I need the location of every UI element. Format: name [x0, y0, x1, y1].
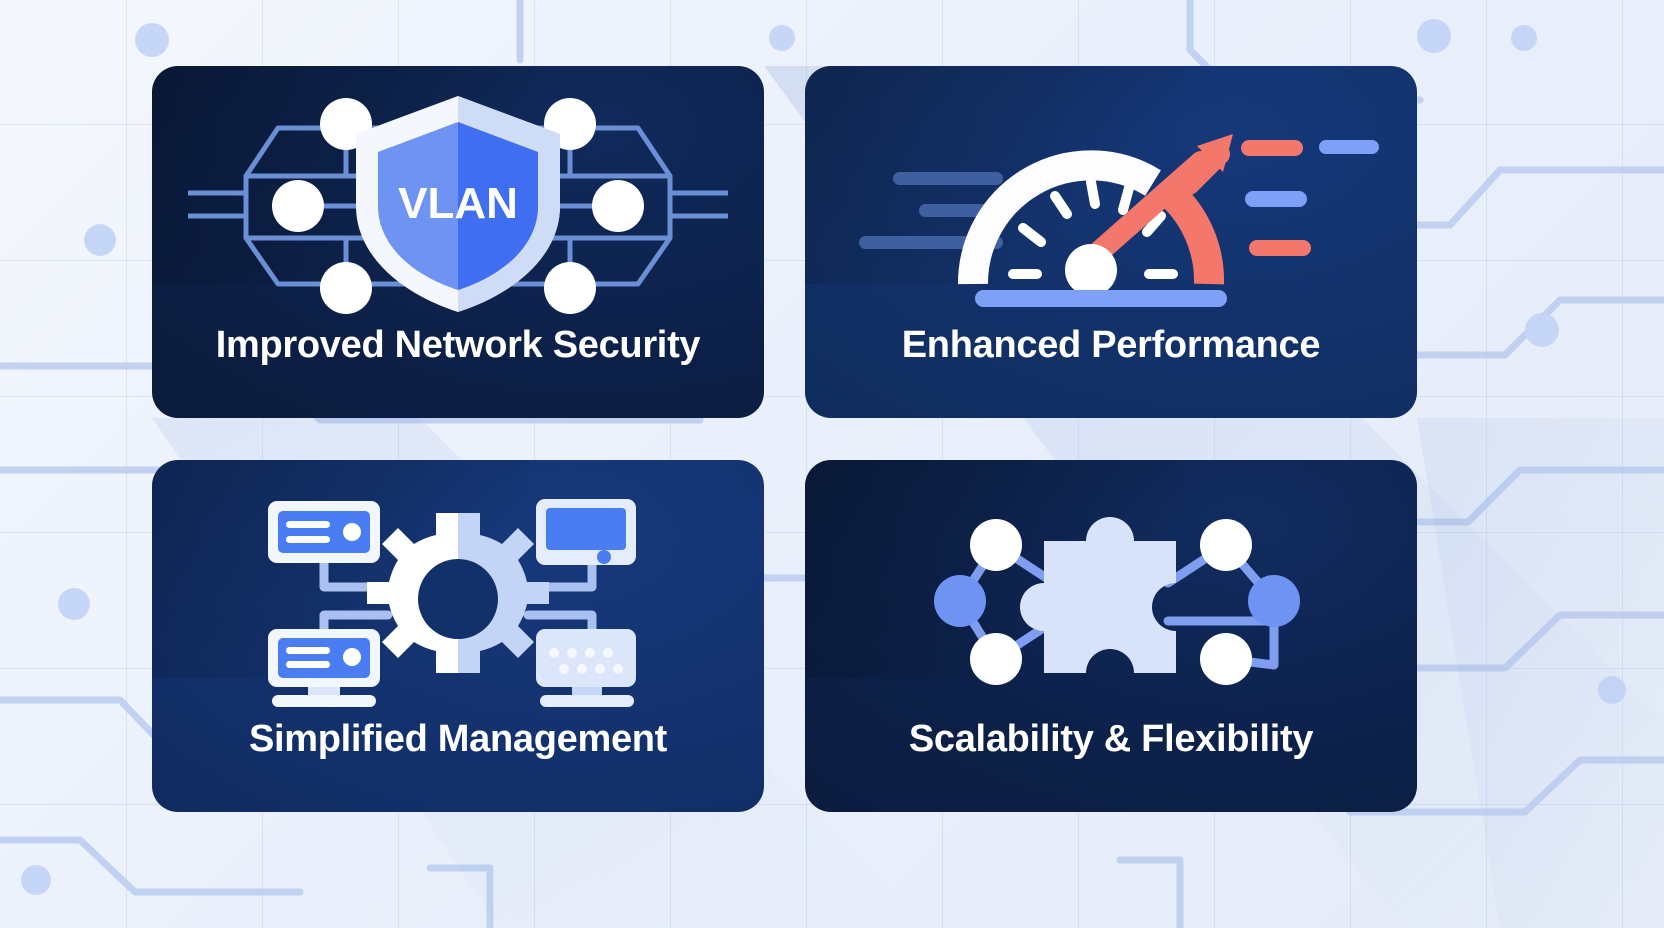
gear-shape [367, 513, 549, 673]
speed-gauge-icon [805, 84, 1417, 322]
gauge-base-bar [975, 290, 1227, 307]
device-desktop-bottom-left [268, 629, 380, 707]
card-title: Simplified Management [248, 718, 668, 760]
vlan-badge-text: VLAN [398, 179, 518, 228]
device-server-rack-bottom-right [536, 629, 636, 707]
device-server-top-left [268, 501, 380, 563]
card-title: Improved Network Security [215, 324, 701, 366]
gauge-hub [1065, 244, 1117, 296]
vlan-shield-network-icon: VLAN [152, 84, 764, 322]
device-monitor-top-right [536, 499, 636, 565]
puzzle-piece-shape [1020, 517, 1176, 673]
feature-card-improved-network-security[interactable]: VLAN Improved Network Security [152, 66, 764, 418]
performance-bars-right [1241, 140, 1379, 256]
gear-devices-icon [152, 478, 764, 716]
feature-card-enhanced-performance[interactable]: Enhanced Performance [805, 66, 1417, 418]
feature-card-grid: VLAN Improved Network Security [152, 66, 1417, 812]
feature-card-simplified-management[interactable]: Simplified Management [152, 460, 764, 812]
feature-card-scalability-flexibility[interactable]: Scalability & Flexibility [805, 460, 1417, 812]
card-title: Enhanced Performance [901, 324, 1321, 366]
puzzle-network-icon [805, 478, 1417, 716]
card-title: Scalability & Flexibility [908, 718, 1314, 760]
